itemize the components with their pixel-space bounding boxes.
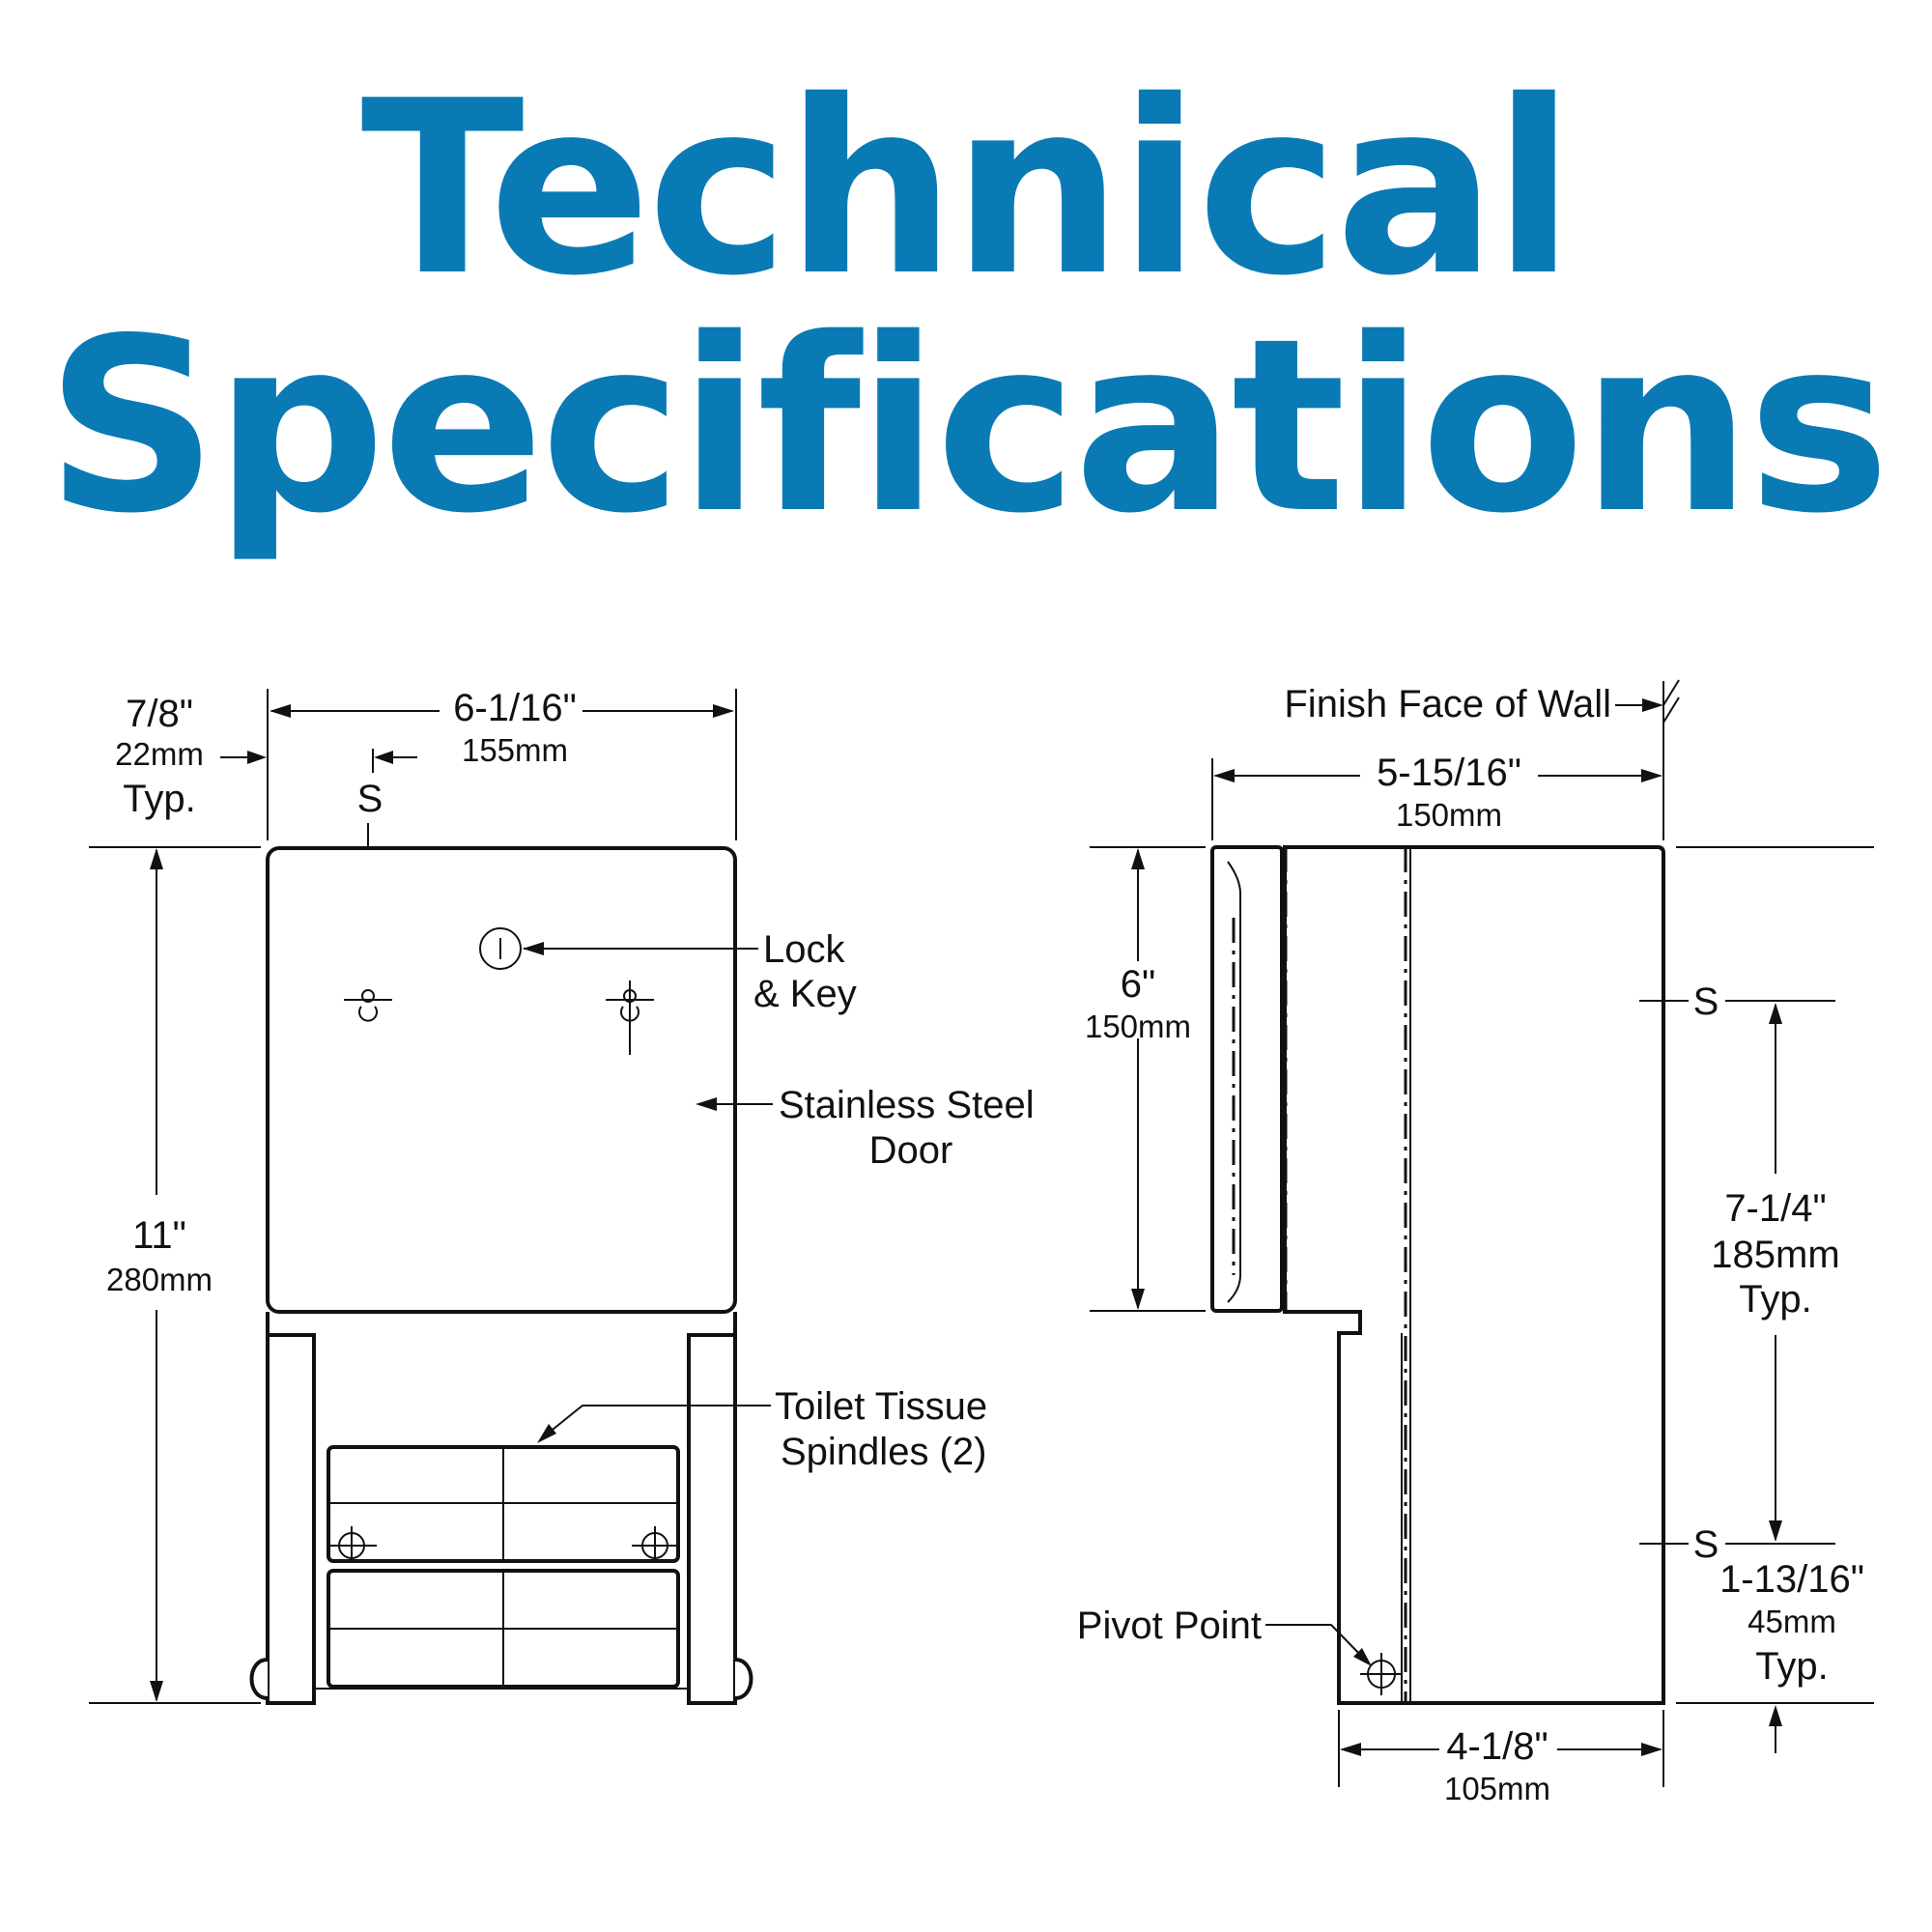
wall-hatch: [1662, 679, 1680, 706]
side-door: [1210, 845, 1284, 1313]
arrowhead: [1131, 848, 1145, 869]
right-side-leg: [687, 1312, 737, 1705]
housing: [1283, 845, 1665, 1705]
arrowhead: [1213, 769, 1235, 782]
keyhole-slot-icon: [606, 980, 654, 1055]
arrowhead: [1769, 1520, 1782, 1542]
bottom-offset-imperial: 1-13/16": [1719, 1558, 1864, 1601]
offset-note: Typ.: [123, 778, 196, 820]
spindles-callout-line2: Spindles (2): [781, 1431, 986, 1473]
arrowhead: [713, 704, 734, 718]
arrowhead: [150, 848, 163, 869]
height-imperial: 11": [132, 1214, 186, 1257]
s-marker-top: S: [1693, 980, 1719, 1023]
height-metric: 280mm: [106, 1262, 213, 1297]
arrowhead: [537, 1424, 556, 1443]
s-marker-bottom: S: [1693, 1523, 1719, 1566]
front-view: 6-1/16" 155mm 7/8" 22mm Typ. S 11" 280mm: [89, 687, 1035, 1705]
arrowhead: [1340, 1743, 1361, 1756]
pivot-point-icon: [1360, 1653, 1403, 1695]
left-foot: [249, 1658, 269, 1700]
wall-label: Finish Face of Wall: [1284, 683, 1611, 725]
arrowhead: [150, 1681, 163, 1702]
door-callout-line2: Door: [869, 1129, 953, 1172]
spindle-icon: [632, 1526, 680, 1563]
door-callout-line1: Stainless Steel: [779, 1084, 1035, 1126]
arrowhead: [523, 942, 544, 955]
spacing-note: Typ.: [1739, 1278, 1812, 1321]
spindles-leader: [542, 1405, 771, 1438]
right-foot: [734, 1658, 753, 1700]
arrowhead: [1641, 1743, 1662, 1756]
arrowhead: [374, 751, 393, 764]
base-depth-metric: 105mm: [1444, 1771, 1550, 1806]
arrowhead: [1353, 1648, 1372, 1666]
keyhole-slot-icon: [344, 989, 392, 1022]
lock-callout-line2: & Key: [753, 973, 857, 1015]
arrowhead: [1769, 1003, 1782, 1024]
width-metric: 155mm: [462, 732, 568, 768]
offset-metric: 22mm: [115, 736, 204, 772]
bottom-offset-metric: 45mm: [1747, 1604, 1836, 1639]
title-line-1: Technical: [360, 50, 1576, 328]
arrowhead: [1769, 1705, 1782, 1726]
title-line-2: Specifications: [45, 288, 1890, 566]
width-imperial: 6-1/16": [453, 687, 577, 729]
door-height-metric: 150mm: [1085, 1009, 1191, 1044]
pivot-leader: [1265, 1624, 1368, 1662]
door-height-imperial: 6": [1121, 963, 1155, 1006]
spacing-imperial: 7-1/4": [1724, 1187, 1826, 1230]
base-depth-imperial: 4-1/8": [1446, 1725, 1548, 1768]
side-view: Finish Face of Wall 5-15/16" 150mm: [1077, 679, 1874, 1806]
stainless-steel-door: [266, 846, 737, 1314]
door-handle: [1227, 861, 1241, 1303]
spindle-icon: [328, 1526, 377, 1563]
arrowhead: [1131, 1289, 1145, 1310]
lock-icon: [479, 927, 522, 970]
arrowhead: [696, 1097, 717, 1111]
arrowhead: [270, 704, 291, 718]
lock-callout-line1: Lock: [763, 928, 845, 971]
arrowhead: [247, 751, 267, 764]
spacing-metric: 185mm: [1711, 1234, 1839, 1276]
s-marker: S: [357, 778, 384, 820]
depth-metric: 150mm: [1396, 797, 1502, 833]
bottom-offset-note: Typ.: [1755, 1645, 1829, 1688]
spindles-callout-line1: Toilet Tissue: [775, 1385, 987, 1428]
wall-hatch: [1662, 696, 1680, 724]
arrowhead: [1642, 698, 1663, 712]
pivot-point-label: Pivot Point: [1077, 1605, 1262, 1647]
arrowhead: [1641, 769, 1662, 782]
offset-imperial: 7/8": [126, 693, 193, 735]
depth-imperial: 5-15/16": [1377, 752, 1521, 794]
left-side-leg: [266, 1312, 316, 1705]
